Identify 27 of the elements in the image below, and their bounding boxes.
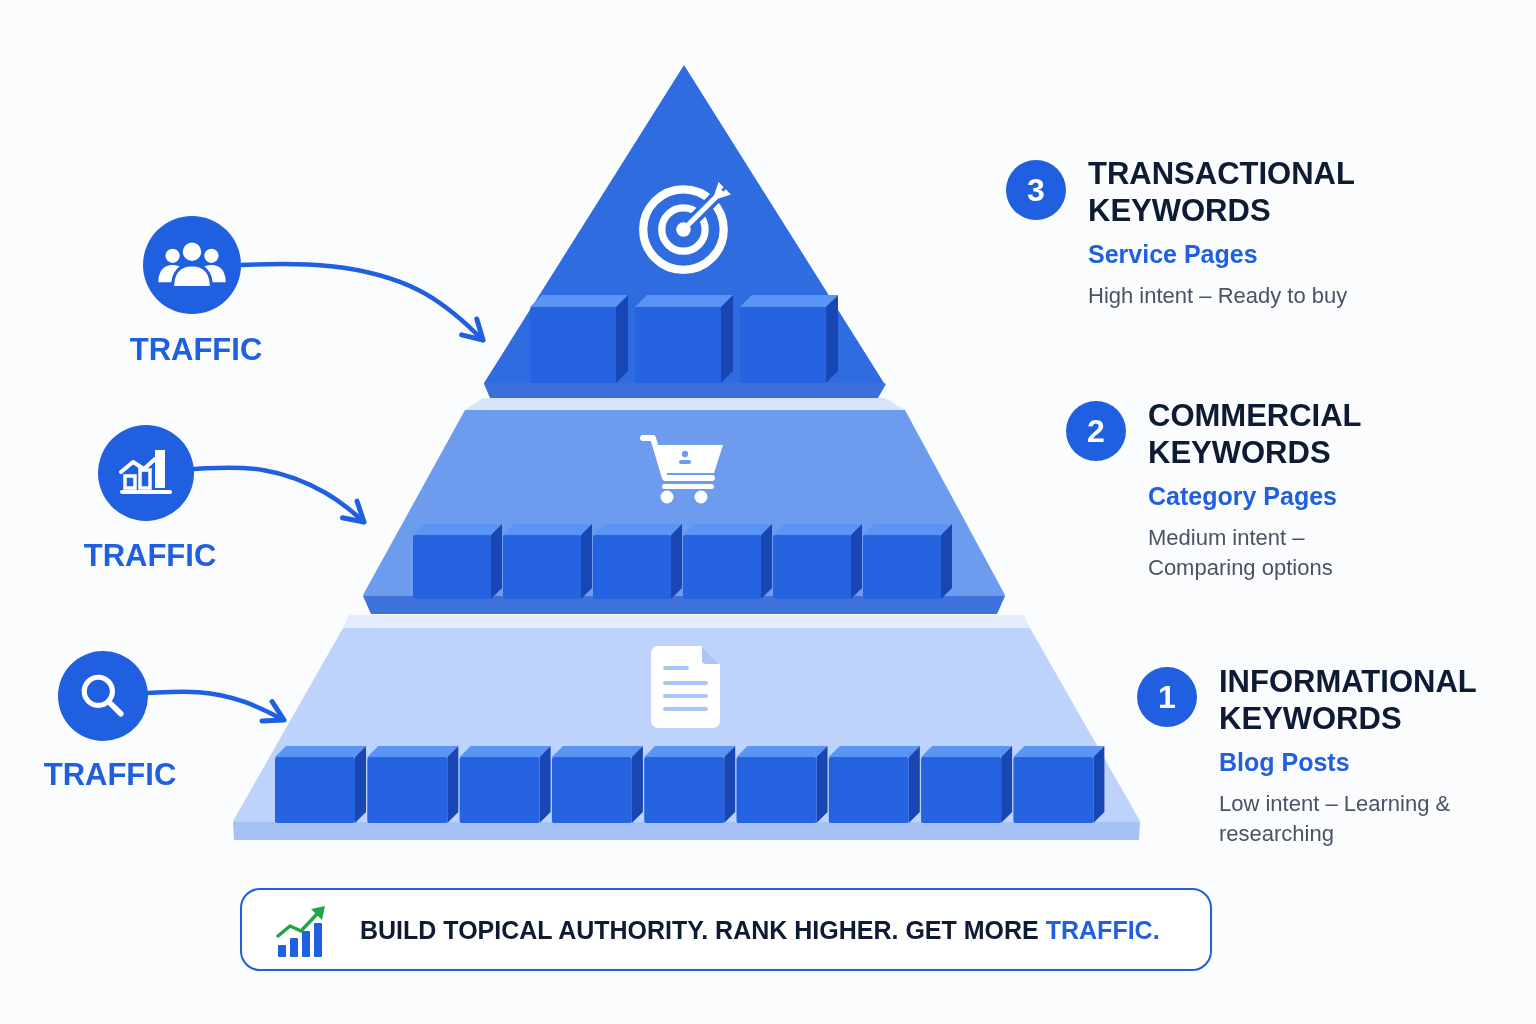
pyramid-base-tier (231, 615, 1143, 843)
curved-arrow (238, 261, 486, 343)
slogan-text: BUILD TOPICAL AUTHORITY. RANK HIGHER. GET MORE (360, 914, 1039, 945)
curved-arrow (145, 689, 287, 724)
page-type-label: Category Pages (1148, 481, 1337, 511)
bar-chart-icon (98, 425, 194, 521)
people-icon (143, 216, 241, 314)
pyramid-middle-tier (361, 398, 1007, 616)
step-number: 3 (1006, 160, 1066, 220)
icon-caption: TRAFFIC (129, 332, 263, 368)
keyword-heading: INFORMATIONAL KEYWORDS (1219, 663, 1477, 737)
icon-caption: TRAFFIC (83, 538, 217, 574)
keyword-heading: TRANSACTIONAL KEYWORDS (1088, 155, 1355, 229)
search-icon (58, 651, 148, 741)
page-type-label: Service Pages (1088, 239, 1258, 269)
page-type-label: Blog Posts (1219, 747, 1350, 777)
icon-caption: TRAFFIC (43, 757, 177, 793)
intent-description: Low intent – Learning & researching (1219, 790, 1452, 848)
keyword-heading: COMMERCIAL KEYWORDS (1148, 397, 1361, 471)
curved-arrow (191, 465, 367, 525)
slogan-highlight: TRAFFIC. (1045, 914, 1160, 945)
slogan-banner (240, 888, 1212, 971)
step-number: 2 (1066, 401, 1126, 461)
step-number: 1 (1137, 667, 1197, 727)
pyramid-top-tier (482, 63, 886, 400)
intent-description: High intent – Ready to buy (1088, 282, 1348, 310)
intent-description: Medium intent – Comparing options (1148, 524, 1334, 582)
